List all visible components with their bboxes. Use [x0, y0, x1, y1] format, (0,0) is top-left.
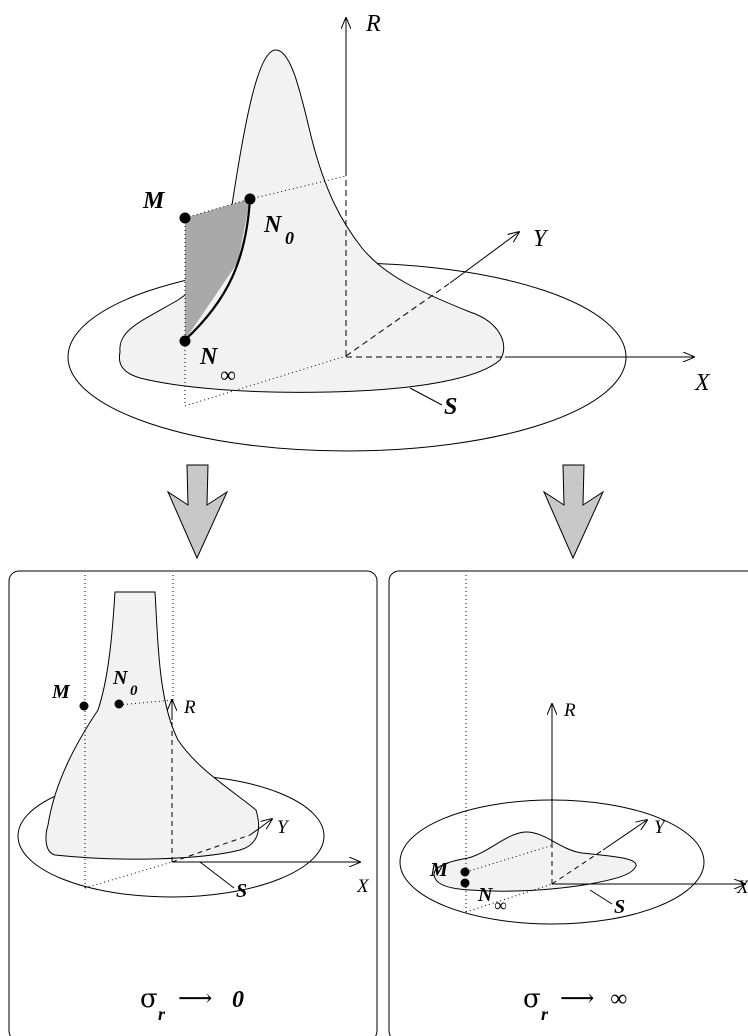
br-s-label: S: [614, 896, 625, 918]
br-r-label: R: [563, 700, 576, 721]
top-point-ninf: [179, 335, 191, 347]
bl-dashed-y: [171, 834, 251, 863]
bl-x-label: X: [356, 876, 370, 897]
bl-r-label: R: [183, 697, 196, 718]
br-ninf-label: N: [477, 884, 494, 906]
bl-s-label: S: [236, 880, 247, 902]
br-surface: [433, 831, 637, 892]
bl-n0-subscript: 0: [130, 683, 138, 699]
bl-m-label: M: [51, 681, 71, 703]
top-s-label: S: [444, 394, 457, 420]
bl-point-n0: [114, 699, 124, 709]
bl-s-leader: [199, 861, 235, 889]
top-ninf-subscript: ∞: [220, 362, 236, 387]
top-y-label: Y: [533, 226, 549, 252]
top-surface: [118, 49, 505, 393]
bl-surface: [45, 591, 260, 860]
top-m-label: M: [142, 188, 166, 214]
br-caption-subscript: r: [541, 1004, 549, 1024]
top-r-label: R: [365, 11, 381, 37]
br-point-ninf: [460, 878, 470, 888]
bottom-left-panel: M N 0 R Y X S σ r ⟶ 0: [8, 570, 378, 1036]
top-point-n0: [244, 193, 256, 205]
top-x-label: X: [694, 370, 711, 396]
br-m-label: M: [429, 859, 449, 881]
down-arrow-left: [166, 464, 229, 560]
top-ninf-label: N: [199, 344, 219, 370]
bl-caption-arrow: ⟶: [178, 984, 212, 1012]
bl-caption-subscript: r: [158, 1004, 166, 1024]
top-y-axis: [449, 232, 519, 284]
br-ninf-subscript: ∞: [494, 895, 507, 915]
top-n0-label: N: [263, 212, 283, 238]
br-caption-limit: ∞: [610, 986, 627, 1012]
bl-point-m: [79, 701, 89, 711]
top-dotted-m-n0: [184, 198, 251, 219]
top-figure: R Y X M N 0 N ∞ S: [67, 11, 711, 452]
bl-caption-sigma: σ: [140, 984, 158, 1014]
top-dashed-y: [345, 282, 451, 357]
br-caption-sigma: σ: [523, 984, 541, 1014]
bl-n0-label: N: [112, 667, 129, 689]
down-arrow-right: [542, 464, 605, 560]
bl-y-label: Y: [277, 817, 290, 838]
bottom-right-panel: M N ∞ R Y X S σ r ⟶ ∞: [388, 570, 748, 1036]
br-y-axis: [602, 820, 647, 851]
top-s-leader: [409, 387, 443, 406]
br-x-label: X: [736, 877, 748, 898]
top-path-n0-ninf: [184, 198, 252, 341]
bl-caption-limit: 0: [232, 987, 244, 1013]
br-caption-arrow: ⟶: [560, 984, 594, 1012]
br-s-leader: [589, 889, 613, 905]
top-dotted-diagonal: [184, 355, 347, 407]
top-n0-subscript: 0: [285, 228, 294, 248]
br-y-label: Y: [654, 817, 667, 838]
br-point-m: [460, 867, 470, 877]
bl-y-axis: [249, 819, 272, 836]
top-dotted-projection: [249, 175, 347, 200]
top-point-m: [179, 212, 191, 224]
top-shaded-region: [185, 199, 250, 340]
br-dashed-y: [551, 849, 604, 885]
